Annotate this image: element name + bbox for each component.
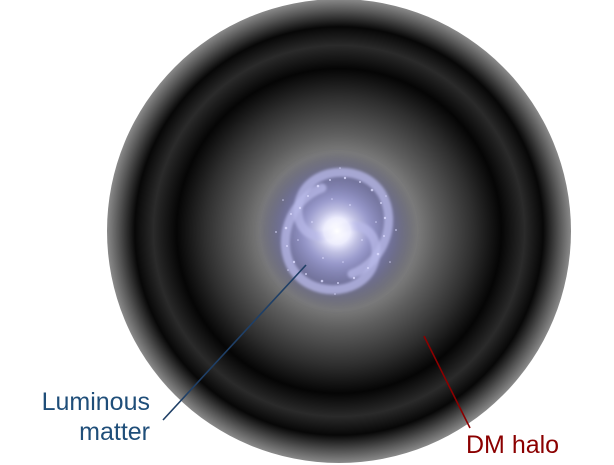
galaxy-core (315, 209, 359, 253)
galaxy-stars (275, 167, 397, 295)
dm-halo-label: DM halo (466, 431, 560, 459)
luminous-matter-label: Luminous matter (0, 387, 150, 447)
luminous-label-line2: matter (79, 418, 150, 446)
luminous-label-line1: Luminous (41, 388, 150, 416)
luminous-pointer-line (162, 264, 307, 421)
halo-pointer-line (423, 335, 471, 429)
spiral-galaxy (257, 151, 417, 311)
